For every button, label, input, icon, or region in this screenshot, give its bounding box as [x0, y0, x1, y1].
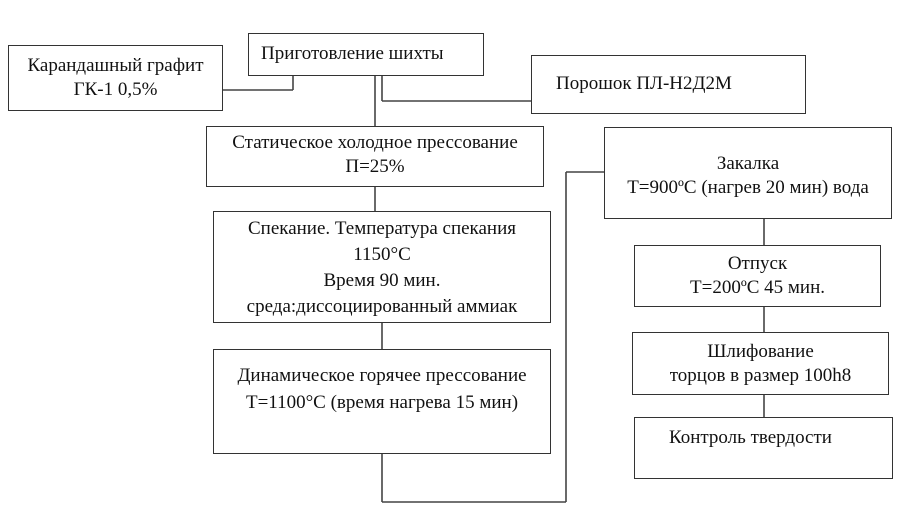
node-sintering: Спекание. Температура спекания 1150°С Вр…: [213, 211, 551, 323]
node-text: Отпуск: [727, 253, 788, 274]
node-text: 1150°С: [353, 244, 411, 265]
node-text: Время 90 мин.: [323, 270, 441, 291]
node-graphite: Карандашный графит ГК-1 0,5%: [8, 45, 223, 111]
node-text: Спекание. Температура спекания: [247, 218, 517, 239]
node-powder: Порошок ПЛ-Н2Д2М: [531, 55, 806, 114]
node-text: ГК-1 0,5%: [73, 79, 158, 100]
node-text: Т=1100°С (время нагрева 15 мин): [245, 392, 519, 413]
node-text: Т=900ºС (нагрев 20 мин) вода: [627, 177, 869, 198]
node-cold-pressing: Статическое холодное прессование П=25%: [206, 126, 544, 187]
node-text: Статическое холодное прессование: [232, 132, 518, 153]
node-hot-pressing: Динамическое горячее прессование Т=1100°…: [213, 349, 551, 454]
node-text: торцов в размер 100h8: [669, 365, 852, 386]
node-text: Карандашный графит: [27, 55, 204, 76]
node-text: Т=200ºС 45 мин.: [690, 277, 825, 298]
node-text: Порошок ПЛ-Н2Д2М: [556, 73, 732, 94]
node-quenching: Закалка Т=900ºС (нагрев 20 мин) вода: [604, 127, 892, 219]
node-text: Динамическое горячее прессование: [237, 365, 527, 386]
node-grinding: Шлифование торцов в размер 100h8: [632, 332, 889, 395]
node-charge-prep: Приготовление шихты: [248, 33, 484, 76]
node-text: Шлифование: [707, 341, 814, 362]
node-text: Закалка: [716, 153, 780, 174]
node-tempering: Отпуск Т=200ºС 45 мин.: [634, 245, 881, 307]
node-text: П=25%: [345, 156, 405, 177]
node-text: Приготовление шихты: [261, 43, 444, 64]
node-text: среда:диссоциированный аммиак: [246, 296, 518, 317]
node-hardness-control: Контроль твердости: [634, 417, 893, 479]
node-text: Контроль твердости: [669, 427, 832, 448]
